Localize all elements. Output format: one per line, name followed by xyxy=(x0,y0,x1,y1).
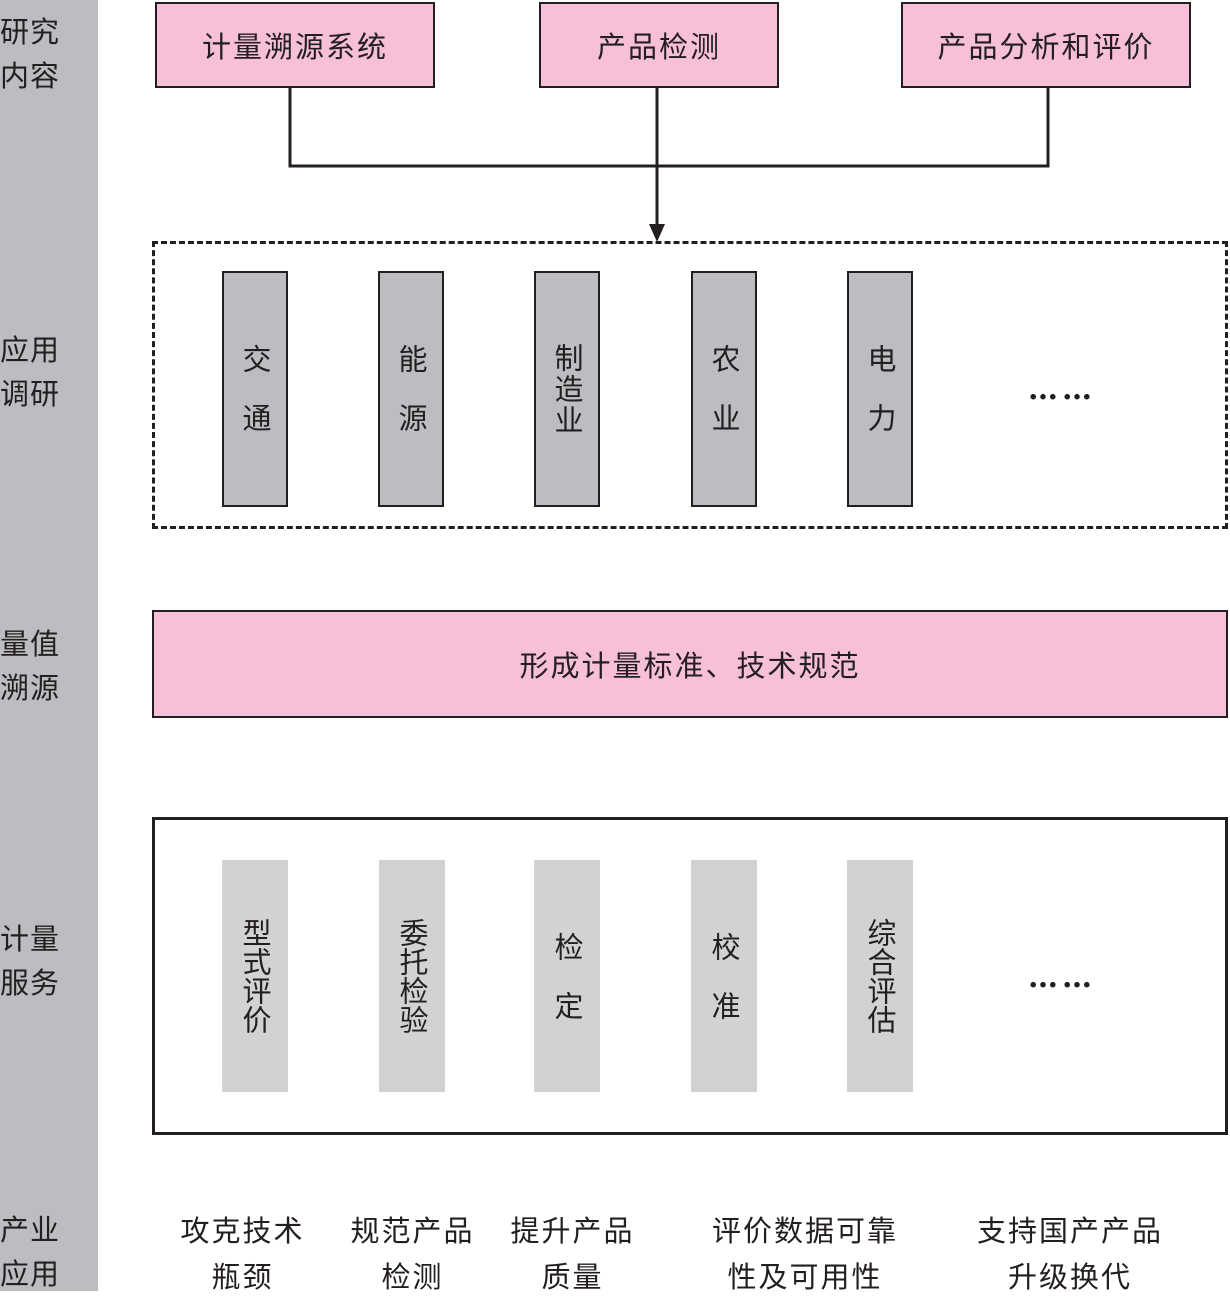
service-box-comprehensive-assessment: 综合评估 xyxy=(847,860,913,1092)
research-box-product-analysis: 产品分析和评价 xyxy=(901,2,1191,88)
sidebar: 研究 内容 应用 调研 量值 溯源 计量 服务 产业 应用 xyxy=(0,0,98,1291)
industry-box-agriculture: 农业 xyxy=(691,271,757,507)
research-box-product-testing: 产品检测 xyxy=(539,2,779,88)
industry-box-power: 电力 xyxy=(847,271,913,507)
application-text-domestic-upgrade: 支持国产产品 升级换代 xyxy=(976,1214,1163,1294)
service-box-commissioned-inspection: 委托检验 xyxy=(379,860,445,1092)
merge-connector xyxy=(288,88,1050,168)
service-ellipsis: …… xyxy=(1028,960,1096,995)
down-arrow-icon xyxy=(649,224,665,242)
sidebar-label-service: 计量 服务 xyxy=(0,922,61,1000)
industry-survey-panel xyxy=(152,241,1228,529)
industry-box-transport: 交通 xyxy=(222,271,288,507)
connector-lines xyxy=(288,88,1050,242)
service-box-type-evaluation: 型式评价 xyxy=(222,860,288,1092)
sidebar-label-application: 产业 应用 xyxy=(0,1213,61,1291)
application-text-standardize-testing: 规范产品 检测 xyxy=(350,1214,475,1294)
industry-box-manufacturing: 制造业 xyxy=(534,271,600,507)
standards-bar: 形成计量标准、技术规范 xyxy=(152,610,1228,718)
application-text-data-reliability: 评价数据可靠 性及可用性 xyxy=(711,1214,898,1294)
industry-box-energy: 能源 xyxy=(378,271,444,507)
sidebar-label-traceability: 量值 溯源 xyxy=(0,627,61,705)
industry-ellipsis: …… xyxy=(1028,372,1096,407)
sidebar-label-research: 研究 内容 xyxy=(0,15,61,93)
service-box-calibration: 校准 xyxy=(691,860,757,1092)
application-text-improve-quality: 提升产品 质量 xyxy=(510,1214,635,1294)
research-box-traceability-system: 计量溯源系统 xyxy=(155,2,435,88)
application-text-bottleneck: 攻克技术 瓶颈 xyxy=(180,1214,305,1294)
sidebar-label-survey: 应用 调研 xyxy=(0,333,61,411)
metrology-service-panel xyxy=(152,817,1228,1135)
service-box-verification: 检定 xyxy=(534,860,600,1092)
